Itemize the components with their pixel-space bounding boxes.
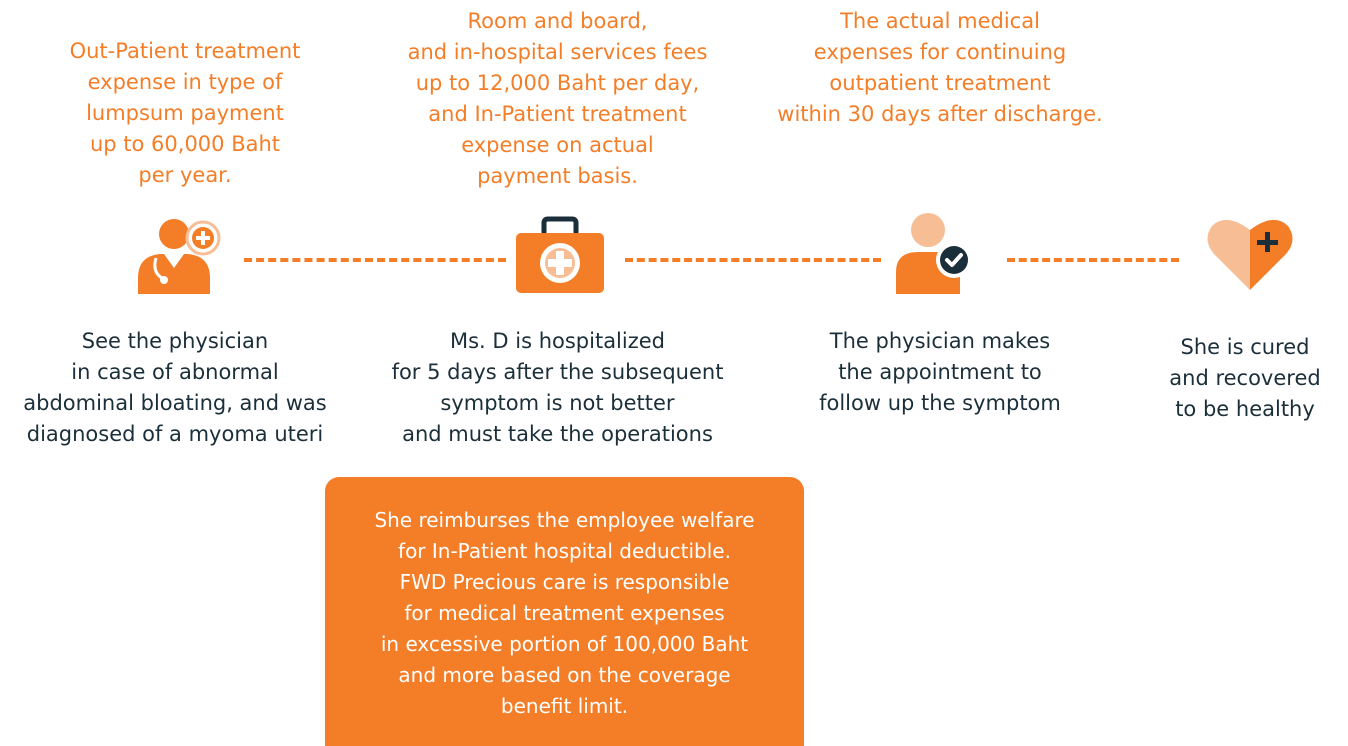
benefit-outpatient-text: Out-Patient treatment expense in type of…: [69, 39, 301, 187]
benefit-inpatient-text: Room and board, and in-hospital services…: [407, 9, 708, 188]
connector-dashed-line: [244, 258, 506, 262]
step-text: She is cured and recovered to be healthy: [1169, 335, 1321, 421]
connector-dashed-line: [1007, 258, 1179, 262]
connector-dashed-line: [625, 258, 881, 262]
step-text: Ms. D is hospitalized for 5 days after t…: [391, 329, 724, 446]
step-text: The physician makes the appointment to f…: [819, 329, 1061, 415]
doctor-icon: [138, 219, 221, 294]
benefit-followup-text: The actual medical expenses for continui…: [777, 9, 1103, 126]
first-aid-kit-icon: [516, 216, 604, 293]
step-text: See the physician in case of abnormal ab…: [23, 329, 327, 446]
patient-check-icon: [896, 213, 972, 294]
reimbursement-note-text: She reimburses the employee welfare for …: [374, 508, 755, 718]
heart-plus-icon: [1207, 219, 1293, 290]
reimbursement-note-box: She reimburses the employee welfare for …: [325, 477, 804, 746]
